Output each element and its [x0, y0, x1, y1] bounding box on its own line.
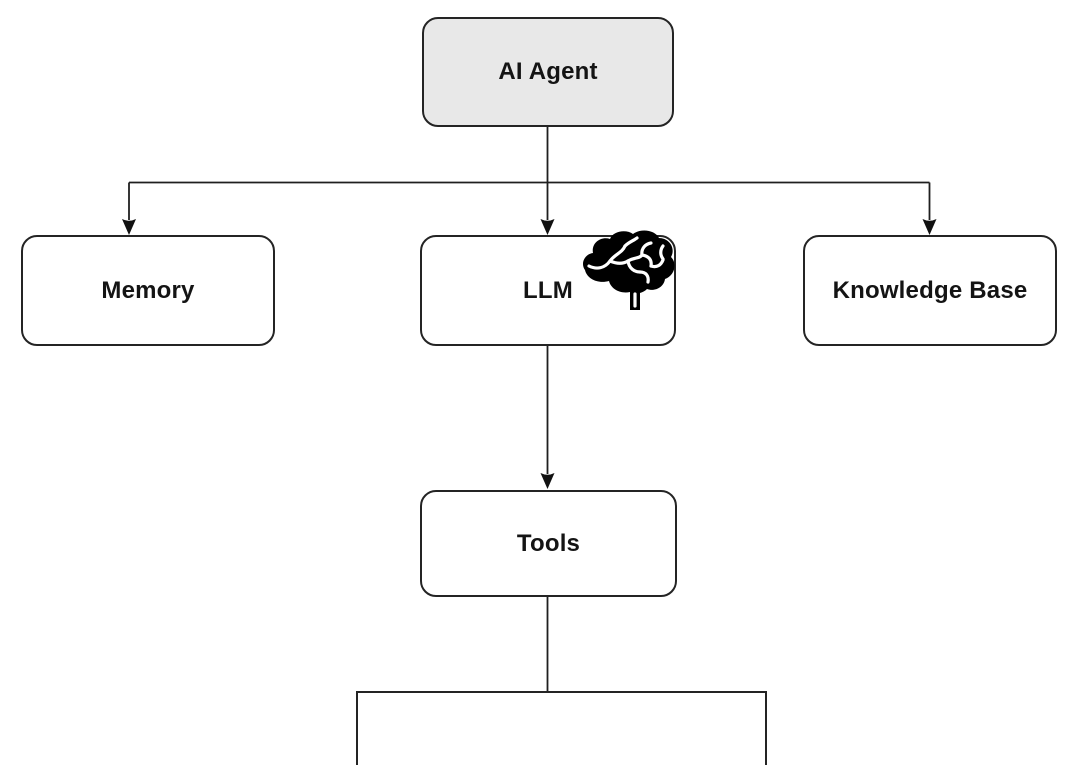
node-llm-label: LLM	[523, 276, 573, 304]
brain-icon	[582, 230, 675, 310]
node-memory-label: Memory	[101, 276, 195, 304]
node-partial-bottom	[356, 691, 767, 765]
arrowhead-knowledge-base	[922, 219, 937, 235]
node-ai-agent: AI Agent	[422, 17, 674, 127]
node-knowledge-base-label: Knowledge Base	[832, 276, 1028, 304]
node-tools: Tools	[420, 490, 677, 597]
node-memory: Memory	[21, 235, 275, 346]
node-ai-agent-label: AI Agent	[498, 58, 598, 85]
node-tools-label: Tools	[516, 529, 581, 557]
arrowhead-llm	[540, 219, 555, 235]
arrowhead-memory	[122, 219, 136, 235]
arrowhead-tools	[540, 473, 555, 489]
node-knowledge-base: Knowledge Base	[803, 235, 1057, 346]
